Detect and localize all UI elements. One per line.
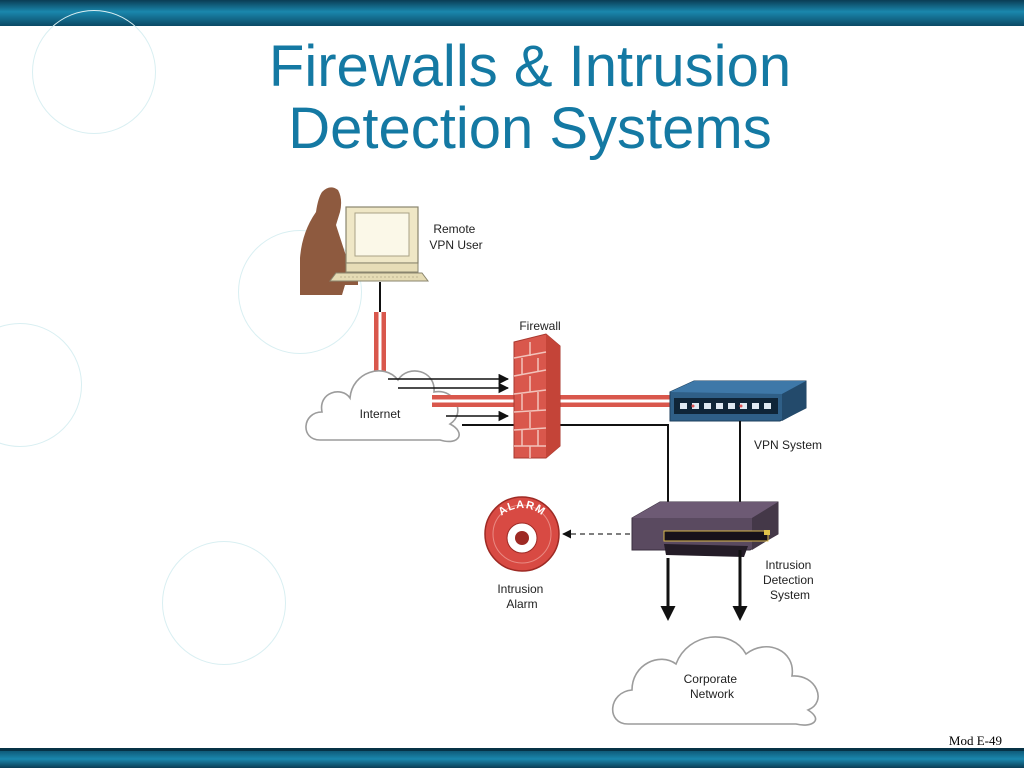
intrusion-alarm-label-line: Intrusion	[497, 582, 543, 596]
internet-label: Internet	[360, 407, 401, 421]
corporate-network-label-line: Network	[690, 687, 735, 701]
page-title: Firewalls & Intrusion Detection Systems	[150, 36, 910, 160]
intrusion-alarm-label: Intrusion Alarm	[497, 582, 546, 611]
network-link-line	[462, 424, 669, 512]
decorative-circle	[162, 541, 286, 665]
ids-label: Intrusion Detection System	[763, 558, 817, 602]
slide-footer: Mod E-49	[948, 733, 1002, 748]
corporate-network-cloud-icon	[611, 636, 819, 726]
corporate-network-label: Corporate Network	[684, 672, 741, 701]
ids-label-line: Detection	[763, 573, 814, 587]
remote-user-label: Remote VPN User	[429, 222, 482, 252]
ids-label-line: Intrusion	[765, 558, 811, 572]
decorative-circle	[32, 10, 156, 134]
ids-label-line: System	[770, 588, 810, 602]
computer-icon	[329, 206, 429, 282]
vpn-tunnel-vertical	[374, 312, 386, 372]
alarm-badge-path: ALARM	[496, 499, 546, 518]
corporate-network-label-line: Corporate	[684, 672, 738, 686]
remote-user-label-line: VPN User	[429, 238, 482, 252]
bottom-banner	[0, 748, 1024, 768]
firewall-icon	[513, 333, 561, 459]
ids-device-icon	[631, 501, 779, 557]
intrusion-alarm-label-line: Alarm	[506, 597, 537, 611]
vpn-system-label: VPN System	[754, 438, 822, 452]
alarm-badge-text: ALARM	[496, 499, 547, 518]
alarm-icon: ALARM	[484, 496, 560, 572]
title-line-2: Detection Systems	[288, 96, 772, 161]
firewall-label: Firewall	[519, 319, 560, 333]
decorative-circle	[238, 230, 362, 354]
top-banner	[0, 0, 1024, 26]
remote-user-label-line: Remote	[433, 222, 475, 236]
title-line-1: Firewalls & Intrusion	[268, 34, 792, 99]
vpn-device-icon	[669, 380, 807, 422]
